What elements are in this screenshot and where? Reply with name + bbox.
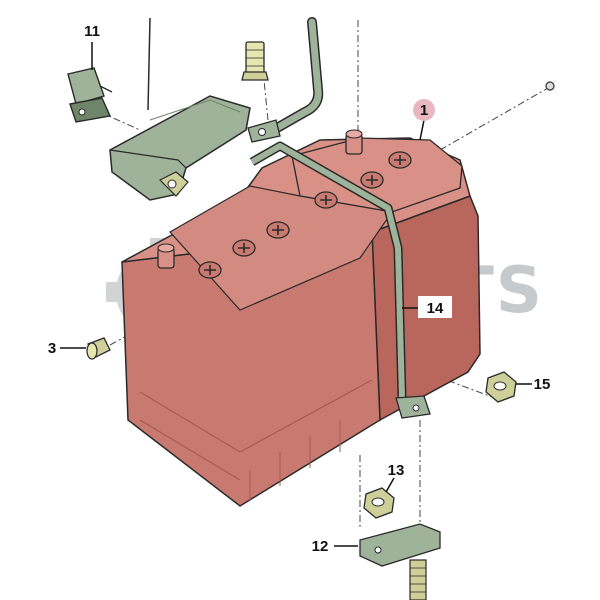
callout-14-label: 14 xyxy=(427,300,444,317)
callout-13-label: 13 xyxy=(388,462,405,479)
leader-lines xyxy=(60,42,532,547)
terminal-cover xyxy=(109,17,251,201)
sensor-clip xyxy=(67,67,113,123)
callout-11-label: 11 xyxy=(84,23,100,40)
clamp-bracket-part-12 xyxy=(359,523,441,600)
callout-14: 14 xyxy=(418,296,452,318)
bolt-top xyxy=(241,41,269,81)
nut-part-15 xyxy=(485,371,517,403)
screw-top-right xyxy=(545,81,555,91)
callout-12-label: 12 xyxy=(312,538,329,555)
terminal-posts xyxy=(157,129,363,269)
callout-1-label: 1 xyxy=(420,102,428,119)
callout-1: 1 xyxy=(413,99,435,121)
bolt-part-3 xyxy=(86,337,111,360)
nut-part-13 xyxy=(363,487,395,519)
callout-3-label: 3 xyxy=(48,340,56,357)
ground-cable xyxy=(247,17,324,143)
hold-down-strap xyxy=(249,141,431,419)
callout-15-label: 15 xyxy=(534,376,551,393)
